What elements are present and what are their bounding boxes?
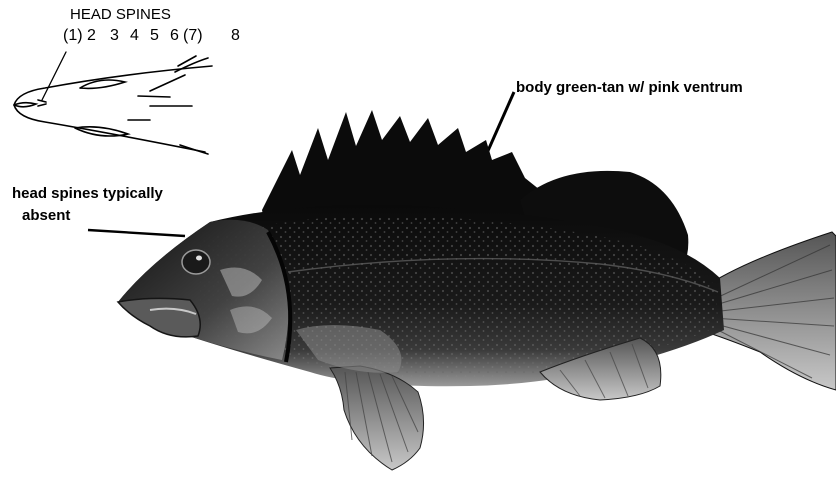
spine-mark-5 <box>150 75 185 91</box>
fish-head <box>118 220 288 360</box>
spine-number: (1) <box>63 28 83 44</box>
head-spines-title: HEAD SPINES <box>70 7 171 22</box>
schematic-gill-lower <box>180 145 208 154</box>
head-spines-annotation: head spines typically <box>12 186 163 201</box>
leader-head-spines <box>88 230 185 236</box>
spine-number: 6 <box>170 28 179 44</box>
spine-mark-2 <box>138 96 170 97</box>
head-spines-annotation-continued: absent <box>22 208 70 223</box>
fish-eye-highlight <box>196 256 202 261</box>
spine-mark-6 <box>178 56 196 66</box>
fish-eye <box>182 250 210 274</box>
spine-mark-1b <box>38 104 46 106</box>
mouth <box>118 298 200 336</box>
leader-spine-1 <box>42 52 66 100</box>
spine-number: 5 <box>150 28 159 44</box>
spine-number: 8 <box>231 28 240 44</box>
head-spines-schematic <box>14 52 212 154</box>
spine-number: (7) <box>183 28 203 44</box>
leader-body-color <box>487 92 514 153</box>
body-color-annotation: body green-tan w/ pink ventrum <box>516 80 743 95</box>
spine-number: 4 <box>130 28 139 44</box>
schematic-snout-tip <box>14 103 36 107</box>
spine-number: 3 <box>110 28 119 44</box>
spine-number: 2 <box>87 28 96 44</box>
